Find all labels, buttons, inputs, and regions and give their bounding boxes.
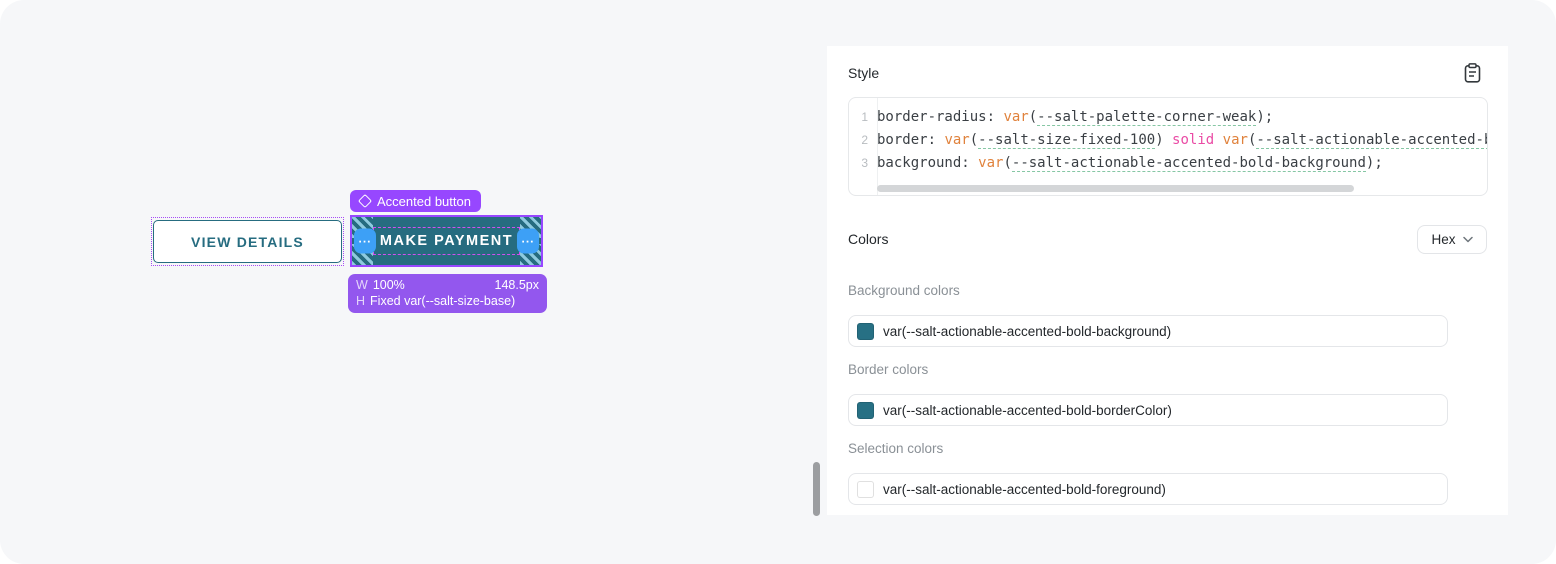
code-token-variable: --salt-palette-corner-weak [1037,109,1257,126]
color-groups: Background colors var(--salt-actionable-a… [848,268,1448,515]
code-token-plain: ); [1365,155,1383,171]
style-section-title: Style [848,65,880,81]
copy-code-button[interactable] [1462,62,1482,84]
make-payment-label: MAKE PAYMENT [379,233,514,249]
code-token-plain: ) [1155,132,1173,148]
view-details-label: VIEW DETAILS [191,233,304,250]
color-swatch [857,401,874,419]
code-line-text: border: var(--salt-size-fixed-100) solid… [877,129,1487,152]
measurement-h-key: H [356,294,366,308]
code-token-keyword: var [1222,132,1248,148]
code-line: 3 background: var(--salt-actionable-accen… [849,152,1487,175]
measurement-w-px: 148.5px [494,278,539,292]
resize-handle-right[interactable]: ... [517,228,539,254]
gutter-divider [877,98,878,195]
code-token-plain: ( [1247,132,1257,148]
color-row[interactable]: var(--salt-actionable-accented-bold-bord… [848,394,1448,426]
color-row[interactable]: var(--salt-actionable-accented-bold-back… [848,315,1448,347]
component-badge-label: Accented button [377,193,471,209]
view-details-button[interactable]: VIEW DETAILS [153,220,342,263]
measurement-h-value: Fixed var(--salt-size-base) [370,294,516,308]
code-token-plain: border-radius: [877,109,1004,125]
code-horizontal-scrollbar[interactable] [877,185,1354,192]
color-swatch [857,322,874,340]
resize-handle-left[interactable]: ... [354,228,376,254]
measurement-w-value: 100% [372,278,405,292]
code-token-variable: --salt-actionable-accented-bold-borderCo… [1256,132,1487,149]
code-token-variable: --salt-actionable-accented-bold-backgrou… [1011,155,1366,172]
code-token-plain: ( [1028,109,1038,125]
code-token-keyword: var [978,155,1004,171]
color-format-value: Hex [1431,232,1456,247]
clipboard-icon [1464,63,1480,83]
measurement-height: H Fixed var(--salt-size-base) [356,293,515,309]
code-token-variable: --salt-size-fixed-100 [978,132,1156,149]
code-line-number: 1 [861,110,868,124]
code-token-plain [1214,132,1222,148]
color-format-dropdown[interactable]: Hex [1417,225,1487,254]
measurement-height-row: H Fixed var(--salt-size-base) [356,293,539,309]
measurement-width-row: W 100% 148.5px [356,277,539,293]
measurement-w-key: W [356,278,368,292]
color-group-label: Selection colors [848,441,944,456]
code-token-plain: ( [969,132,979,148]
color-group-label: Border colors [848,362,929,377]
code-token-keyword: var [944,132,970,148]
code-token-plain: ); [1256,109,1274,125]
measurement-tooltip: W 100% 148.5px H Fixed var(--salt-size-bas… [348,274,547,313]
color-group-label: Background colors [848,283,960,298]
color-swatch [857,480,874,498]
make-payment-selection-box: MAKE PAYMENT ... ... [350,215,543,267]
color-row[interactable]: var(--salt-actionable-accented-bold-fore… [848,473,1448,505]
make-payment-button[interactable]: MAKE PAYMENT [352,217,541,265]
view-details-selection-outline [151,217,344,266]
code-line-text: background: var(--salt-actionable-accent… [877,152,1383,175]
code-token-keyword: var [1003,109,1029,125]
measurement-width: W 100% [356,277,405,293]
code-token-plain: border: [877,132,945,148]
code-line-text: border-radius: var(--salt-palette-corner… [877,106,1273,129]
panel-vertical-scrollbar[interactable] [813,462,820,516]
code-line: 1 border-radius: var(--salt-palette-corne… [849,106,1487,129]
component-badge[interactable]: Accented button [350,190,481,212]
code-token-value: solid [1172,132,1215,148]
colors-section-title: Colors [848,231,889,247]
color-token-value: var(--salt-actionable-accented-bold-bord… [883,402,1172,418]
component-diamond-icon [357,193,373,209]
code-line-number: 3 [861,156,868,170]
code-token-plain: background: [877,155,979,171]
chevron-down-icon [1462,236,1473,243]
color-token-value: var(--salt-actionable-accented-bold-back… [883,323,1172,339]
code-token-plain: ( [1003,155,1012,171]
code-line-number: 2 [861,133,868,147]
color-token-value: var(--salt-actionable-accented-bold-fore… [883,481,1166,497]
